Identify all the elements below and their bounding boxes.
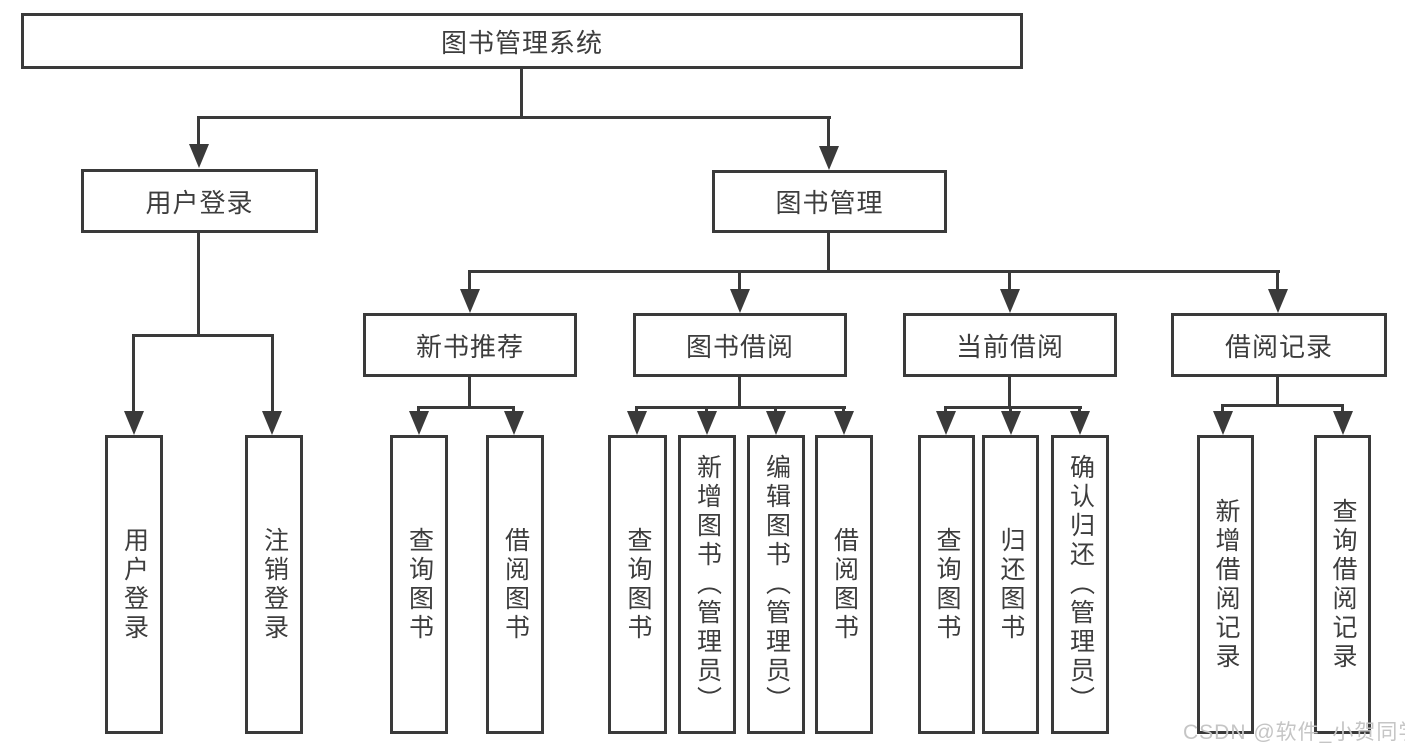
arrow-down-icon <box>730 289 750 313</box>
arrow-down-icon <box>766 411 786 435</box>
arrow-down-icon <box>124 411 144 435</box>
arrow-down-icon <box>697 411 717 435</box>
connector-line <box>468 270 1280 273</box>
watermark: CSDN @软件_小贺同学 <box>1183 721 1405 744</box>
node-book-borrowing: 图书借阅 <box>633 313 847 377</box>
connector-line <box>1221 404 1224 416</box>
leaf-query-books-recommend: 查询图书 <box>390 435 448 734</box>
arrow-down-icon <box>819 146 839 170</box>
leaf-query-books-current: 查询图书 <box>918 435 975 734</box>
arrow-down-icon <box>1268 289 1288 313</box>
arrow-down-icon <box>409 411 429 435</box>
node-borrowing-records: 借阅记录 <box>1171 313 1387 377</box>
connector-line <box>520 69 523 118</box>
connector-line <box>1276 377 1279 406</box>
connector-line <box>1221 404 1344 407</box>
arrow-down-icon <box>1213 411 1233 435</box>
arrow-down-icon <box>460 289 480 313</box>
leaf-user-login: 用户登录 <box>105 435 163 734</box>
leaf-confirm-return-admin: 确认归还（管理员） <box>1051 435 1109 734</box>
connector-line <box>1341 404 1344 416</box>
arrow-down-icon <box>834 411 854 435</box>
arrow-down-icon <box>504 411 524 435</box>
leaf-return-book: 归还图书 <box>982 435 1039 734</box>
connector-line <box>197 233 200 337</box>
arrow-down-icon <box>1000 289 1020 313</box>
leaf-borrow-books-borrowing: 借阅图书 <box>815 435 873 734</box>
connector-line <box>738 270 741 295</box>
connector-line <box>1008 270 1011 295</box>
node-root: 图书管理系统 <box>21 13 1023 69</box>
leaf-add-book-admin: 新增图书（管理员） <box>678 435 736 734</box>
arrow-down-icon <box>1333 411 1353 435</box>
leaf-logout: 注销登录 <box>245 435 303 734</box>
connector-line <box>827 233 830 273</box>
connector-line <box>197 116 200 148</box>
leaf-query-books-borrowing: 查询图书 <box>608 435 667 734</box>
connector-line <box>635 406 846 409</box>
connector-line <box>468 377 471 409</box>
connector-line <box>1276 270 1279 295</box>
arrow-down-icon <box>936 411 956 435</box>
arrow-down-icon <box>1001 411 1021 435</box>
leaf-query-borrow-record: 查询借阅记录 <box>1314 435 1371 734</box>
connector-line <box>271 334 274 414</box>
connector-line <box>738 377 741 409</box>
leaf-add-borrow-record: 新增借阅记录 <box>1197 435 1254 734</box>
arrow-down-icon <box>627 411 647 435</box>
connector-line <box>1008 377 1011 409</box>
connector-line <box>132 334 135 414</box>
connector-line <box>827 116 830 148</box>
leaf-edit-book-admin: 编辑图书（管理员） <box>747 435 805 734</box>
node-user-login: 用户登录 <box>81 169 318 233</box>
connector-line <box>197 116 831 119</box>
leaf-borrow-books-recommend: 借阅图书 <box>486 435 544 734</box>
connector-line <box>468 270 471 295</box>
connector-line <box>944 406 1082 409</box>
connector-line <box>132 334 274 337</box>
node-new-book-recommend: 新书推荐 <box>363 313 577 377</box>
connector-line <box>417 406 515 409</box>
node-current-borrowing: 当前借阅 <box>903 313 1117 377</box>
arrow-down-icon <box>262 411 282 435</box>
arrow-down-icon <box>189 144 209 168</box>
node-book-management: 图书管理 <box>712 170 947 233</box>
arrow-down-icon <box>1070 411 1090 435</box>
